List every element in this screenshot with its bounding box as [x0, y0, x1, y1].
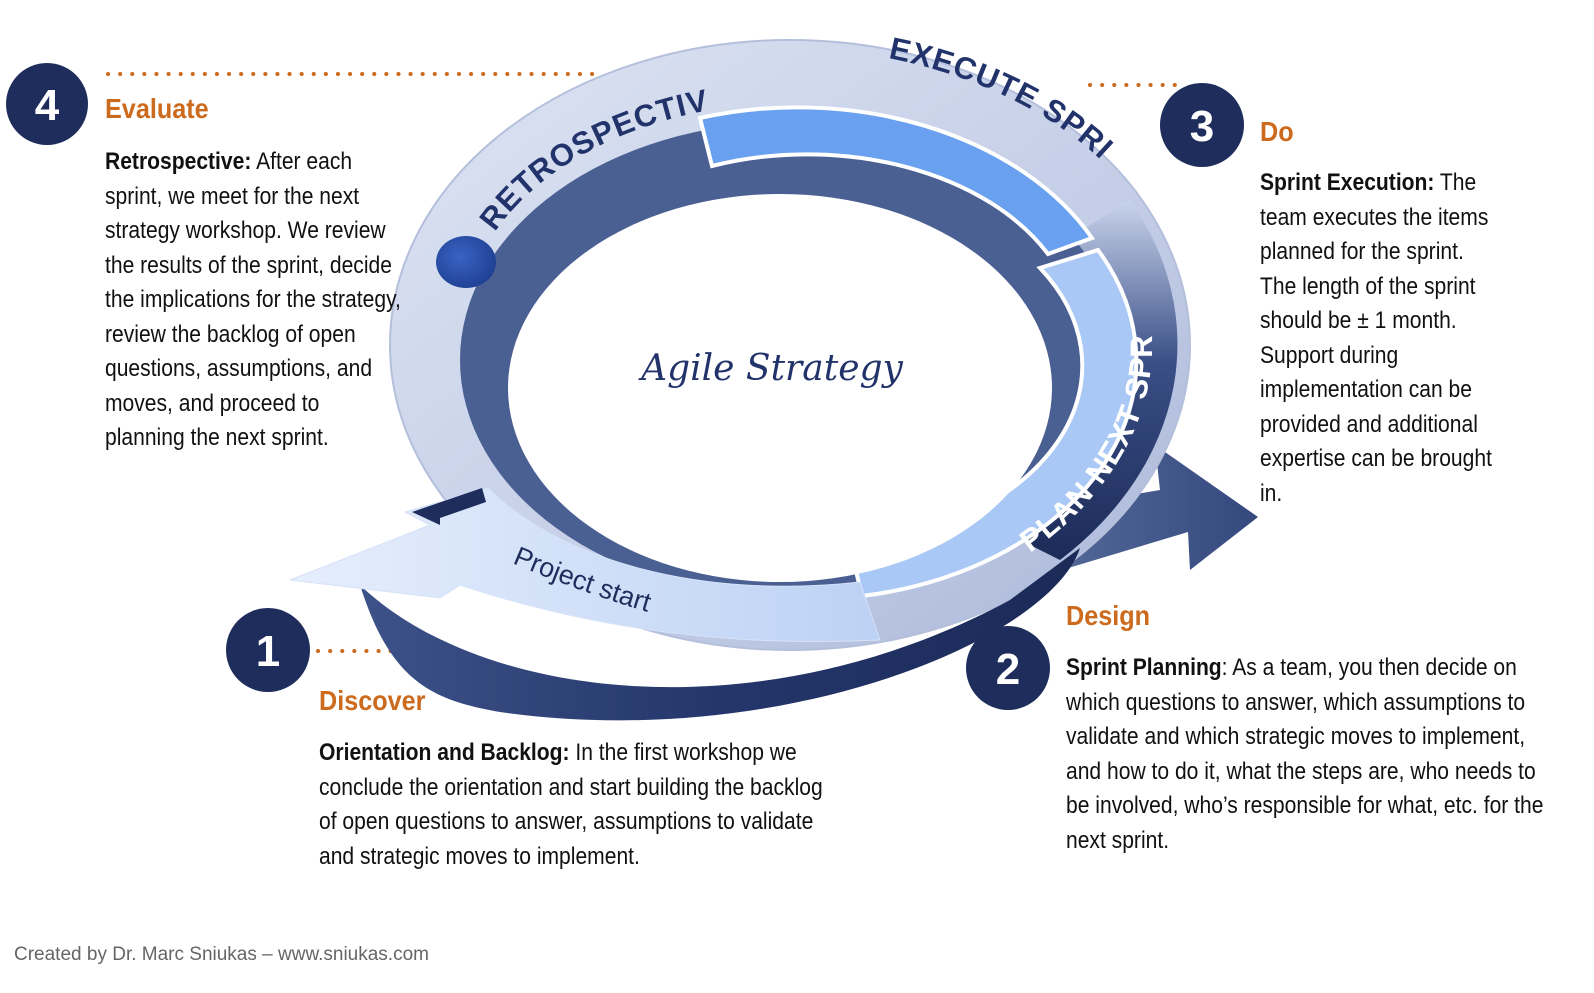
step-title-evaluate: Evaluate	[105, 93, 209, 124]
step-badge-4: 4	[6, 63, 88, 145]
step-description-discover: Orientation and Backlog: In the first wo…	[319, 736, 844, 874]
step-text-do: The team executes the items planned for …	[1260, 169, 1492, 507]
center-title: Agile Strategy	[638, 348, 903, 389]
project-start-arrow	[289, 487, 881, 643]
progress-dot	[436, 236, 496, 288]
step-description-design: Sprint Planning: As a team, you then dec…	[1066, 651, 1561, 858]
credit-line: Created by Dr. Marc Sniukas – www.sniuka…	[14, 944, 429, 965]
step-text-discover: In the first workshop we conclude the or…	[319, 739, 823, 870]
step-description-evaluate: Retrospective: After each sprint, we mee…	[105, 145, 402, 456]
orientation-band	[360, 548, 1080, 721]
step-text-evaluate: After each sprint, we meet for the next …	[105, 148, 401, 451]
step-text-design: : As a team, you then decide on which qu…	[1066, 654, 1544, 854]
start-notch	[412, 488, 486, 525]
step-number-3: 3	[1190, 102, 1214, 151]
step-title-discover: Discover	[319, 685, 426, 716]
step-description-do: Sprint Execution: The team executes the …	[1260, 166, 1505, 511]
step-label-do: Sprint Execution:	[1260, 169, 1435, 196]
step-title-design: Design	[1066, 600, 1151, 631]
center-area	[508, 194, 1052, 582]
step-number-1: 1	[256, 627, 280, 676]
execute-segment	[697, 105, 1096, 257]
step-badge-3: 3	[1160, 83, 1244, 167]
step-badge-2: 2	[966, 626, 1050, 710]
step-title-do: Do	[1260, 116, 1294, 147]
step-badge-1: 1	[226, 608, 310, 692]
step-label-discover: Orientation and Backlog:	[319, 739, 570, 766]
step-number-2: 2	[996, 645, 1020, 694]
step-label-evaluate: Retrospective:	[105, 148, 252, 175]
step-label-design: Sprint Planning	[1066, 654, 1222, 681]
step-number-4: 4	[35, 81, 60, 130]
